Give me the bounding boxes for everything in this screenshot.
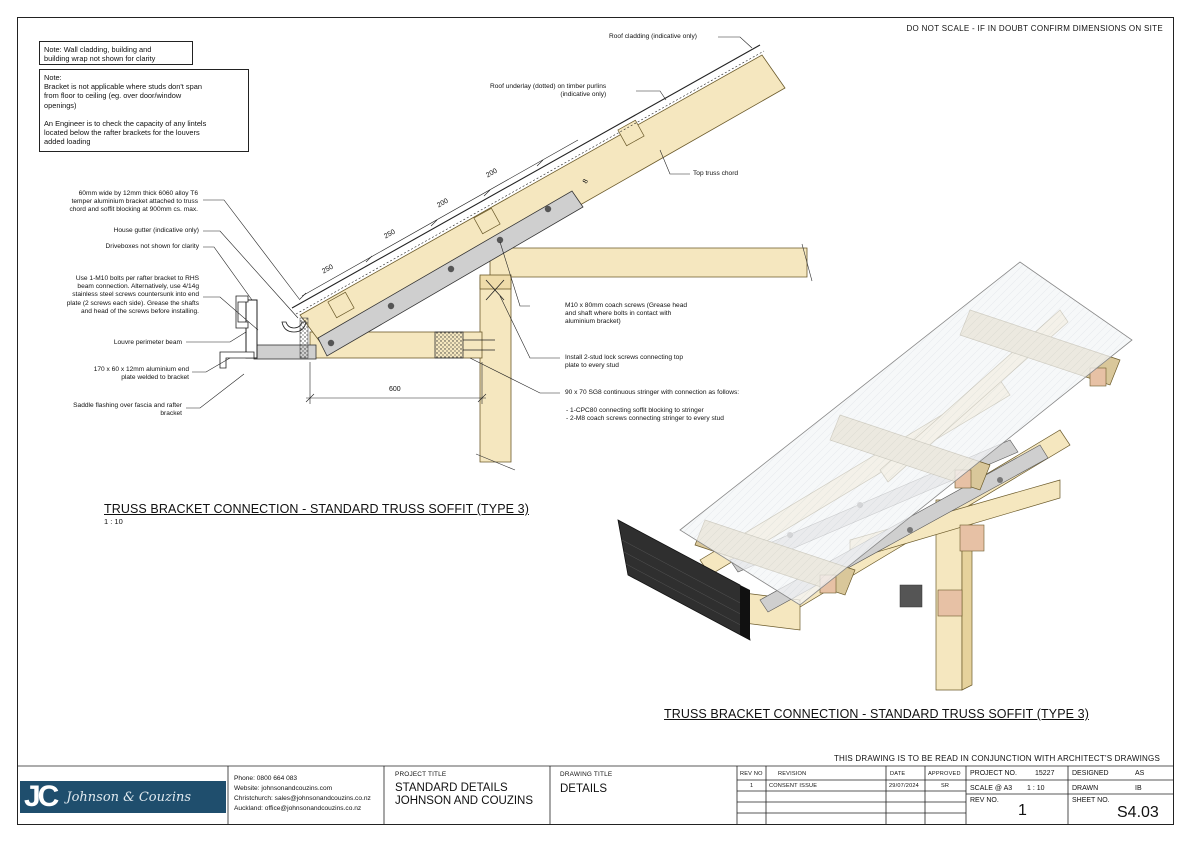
project-no-label: PROJECT NO. [970, 770, 1017, 777]
section-view-scale: 1 : 10 [104, 517, 123, 526]
project-title-label: PROJECT TITLE [395, 771, 447, 778]
sheet-border [17, 17, 1174, 825]
drawn-label: DRAWN [1072, 785, 1099, 792]
scale-value: 1 : 10 [1027, 785, 1045, 792]
dim-600: 600 [389, 386, 401, 393]
end-plate [245, 299, 258, 359]
label-end-plate: 170 x 60 x 12mm aluminium end plate weld… [93, 366, 189, 382]
rev-row-revision: CONSENT ISSUE [769, 783, 818, 789]
designed: AS [1135, 770, 1145, 777]
slope-dimensions [299, 139, 579, 300]
roof-cladding [291, 44, 761, 309]
section-view-title: TRUSS BRACKET CONNECTION - STANDARD TRUS… [104, 502, 529, 516]
label-louvre-beam: Louvre perimeter beam [113, 339, 182, 346]
top-plate [479, 274, 512, 290]
rev-no: 1 [1018, 802, 1027, 819]
stud [479, 276, 512, 463]
label-driveboxes: Driveboxes not shown for clarity [105, 243, 199, 250]
contact-details: Phone: 0800 664 083 Website: johnsonandc… [234, 775, 371, 812]
label-stringer: 90 x 70 SG8 continuous stringer with con… [565, 389, 740, 396]
rev-header-rev: REV NO [740, 771, 763, 777]
lock-screws [463, 279, 505, 351]
section-view [186, 36, 813, 471]
label-top-truss-chord: Top truss chord [693, 170, 739, 177]
stringer [434, 331, 464, 359]
sheet-no-label: SHEET NO. [1072, 797, 1110, 804]
rev-header-approved: APPROVED [928, 771, 961, 777]
dim-600 [305, 362, 487, 404]
bottom-chord [489, 247, 808, 278]
label-lock-screws: Install 2-stud lock screws connecting to… [565, 354, 684, 370]
label-coach-screws: M10 x 80mm coach screws (Grease head and… [565, 302, 688, 326]
aluminium-bracket [317, 190, 584, 357]
rev-no-label: REV NO. [970, 797, 999, 804]
project-no: 15227 [1035, 770, 1055, 777]
label-stringer-items: - 1-CPC80 connecting soffit blocking to … [566, 407, 724, 423]
scale-label: SCALE @ A3 [970, 785, 1013, 792]
note-bracket-applicability: Note: Bracket is not applicable where st… [39, 69, 249, 152]
title-block-lines [17, 765, 1174, 825]
rev-row-rev: 1 [750, 783, 754, 789]
drawn: IB [1135, 785, 1142, 792]
bracket-bolts [327, 205, 552, 347]
project-title: STANDARD DETAILS JOHNSON AND COUZINS [395, 782, 534, 807]
rev-row-date: 29/07/2024 [889, 783, 919, 789]
label-house-gutter: House gutter (indicative only) [113, 227, 199, 234]
designed-label: DESIGNED [1072, 770, 1109, 777]
label-roof-underlay: Roof underlay (dotted) on timber purlins… [490, 83, 607, 99]
purlins [327, 119, 645, 319]
roof-underlay [295, 50, 765, 315]
drawing-title: DETAILS [560, 783, 608, 795]
label-saddle-flashing: Saddle flashing over fascia and rafter b… [73, 402, 182, 418]
company-logo: JC Johnson & Couzins [20, 780, 226, 813]
drawing-title-label: DRAWING TITLE [560, 771, 613, 778]
rev-header-date: DATE [890, 771, 906, 777]
scale-warning: DO NOT SCALE - IF IN DOUBT CONFIRM DIMEN… [906, 24, 1163, 33]
sheet-no: S4.03 [1117, 804, 1159, 821]
iso-view-title: TRUSS BRACKET CONNECTION - STANDARD TRUS… [664, 707, 1089, 721]
note-wall-cladding: Note: Wall cladding, building and buildi… [39, 41, 193, 65]
conjunction-note: THIS DRAWING IS TO BE READ IN CONJUNCTIO… [833, 754, 1160, 763]
rev-header-revision: REVISION [778, 771, 807, 777]
label-roof-cladding: Roof cladding (indicative only) [609, 33, 697, 40]
saddle-flashing [219, 351, 255, 369]
label-bolts: Use 1-M10 bolts per rafter bracket to RH… [66, 275, 199, 315]
rev-row-approved: SR [941, 783, 950, 789]
top-truss-chord [299, 54, 786, 351]
iso-roof-cladding [679, 261, 1133, 606]
label-bracket: 60mm wide by 12mm thick 6060 alloy T6 te… [69, 190, 198, 214]
leaders [186, 36, 753, 409]
isometric-view [617, 261, 1133, 691]
